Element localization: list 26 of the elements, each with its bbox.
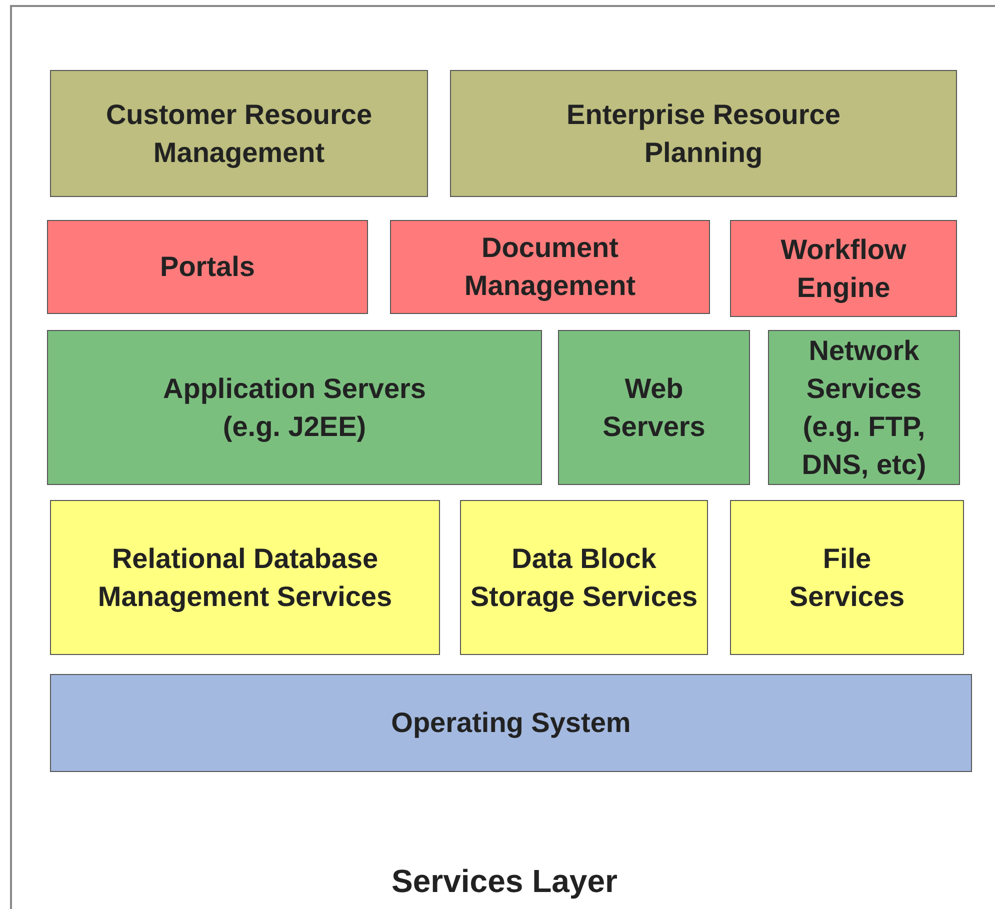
service-label: Web Servers [602, 372, 706, 444]
service-label: Data Block Storage Services [469, 542, 699, 614]
service-label: Enterprise Resource Planning [566, 98, 842, 170]
service-label: Workflow Engine [780, 232, 908, 305]
frame-title: Services Layer [390, 862, 618, 900]
service-label: Portals [160, 250, 255, 284]
service-label: Application Servers (e.g. J2EE) [162, 372, 427, 444]
service-box [47, 220, 368, 314]
service-label: File Services [788, 542, 906, 614]
service-label: Document Management [463, 231, 637, 303]
service-box [768, 330, 960, 485]
service-box [450, 70, 957, 197]
service-box [558, 330, 750, 485]
layer-frame [10, 5, 995, 909]
service-box [460, 500, 708, 655]
service-label: Customer Resource Management [104, 98, 374, 170]
service-box [730, 500, 964, 655]
service-box [47, 330, 542, 485]
service-label: Relational Database Management Services [96, 542, 394, 614]
service-box [730, 220, 957, 317]
service-label: Network Services (e.g. FTP, DNS, etc) [800, 334, 928, 482]
service-box [50, 674, 972, 772]
service-box [50, 70, 428, 197]
service-box [390, 220, 710, 314]
service-label: Operating System [391, 706, 631, 740]
service-box [50, 500, 440, 655]
